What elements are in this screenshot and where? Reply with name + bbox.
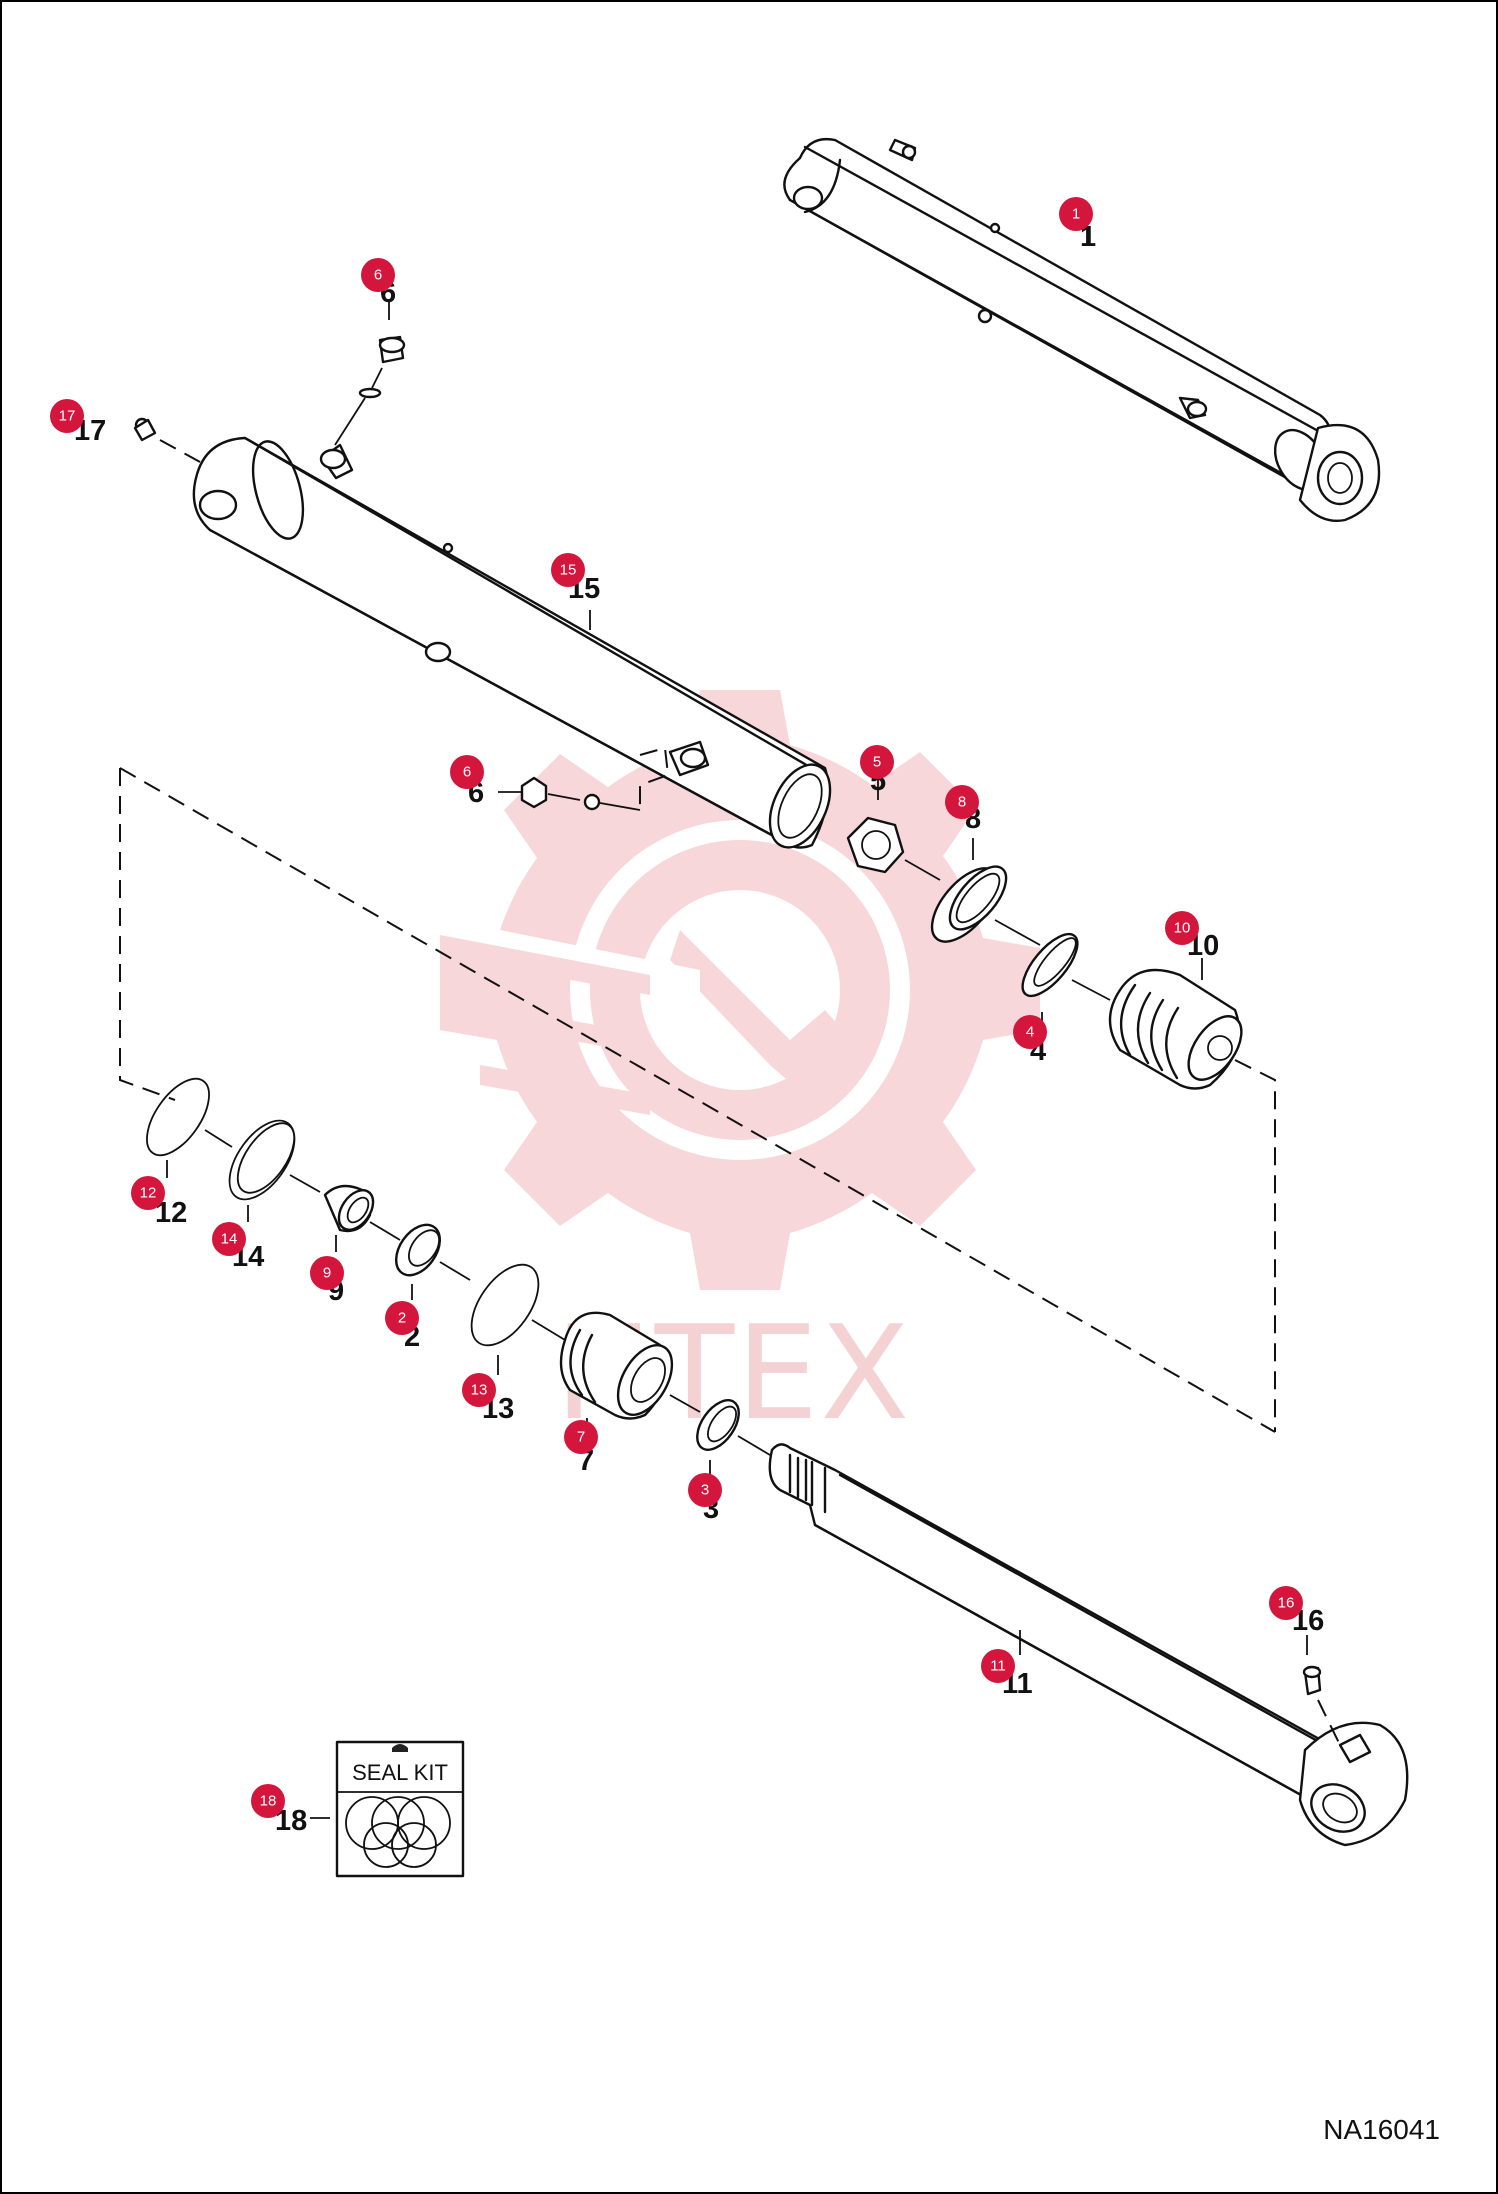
part-3-seal (696, 1399, 771, 1478)
part-6-plug-lower (498, 776, 641, 811)
part-16-grease-fitting (1302, 1635, 1341, 1746)
svg-text:1: 1 (1072, 206, 1080, 223)
svg-text:11: 11 (990, 1658, 1006, 1675)
part-1-cylinder-assembly (783, 137, 1381, 522)
svg-text:12: 12 (140, 1185, 157, 1202)
svg-text:4: 4 (1026, 1024, 1034, 1041)
badge-1[interactable]: 1 (1059, 197, 1093, 231)
part-7-gland (559, 1311, 701, 1440)
badge-8[interactable]: 8 (945, 785, 979, 819)
svg-text:2: 2 (398, 1310, 406, 1327)
part-5-nut (846, 780, 941, 881)
port-fitting (639, 740, 710, 810)
part-17-grease-fitting (133, 417, 201, 463)
svg-text:6: 6 (463, 764, 471, 781)
svg-text:17: 17 (59, 408, 76, 425)
red-badges: 1 6 17 15 6 5 8 10 4 12 14 9 2 13 7 3 16… (50, 197, 1303, 1818)
part-13-ring (470, 1263, 566, 1375)
badge-10[interactable]: 10 (1165, 911, 1199, 945)
svg-text:16: 16 (1278, 1595, 1295, 1612)
svg-text:5: 5 (873, 754, 881, 771)
badge-7[interactable]: 7 (564, 1420, 598, 1454)
badge-2[interactable]: 2 (385, 1301, 419, 1335)
callout-1: 1 (1080, 221, 1096, 253)
part-2-seal (394, 1223, 471, 1300)
part-10-piston (1108, 958, 1243, 1090)
badge-6-top[interactable]: 6 (361, 258, 395, 292)
part-11-rod (768, 1443, 1409, 1847)
svg-text:9: 9 (323, 1265, 331, 1282)
badge-9[interactable]: 9 (310, 1256, 344, 1290)
part-18-seal-kit: SEAL KIT (310, 1740, 465, 1878)
svg-text:18: 18 (260, 1793, 277, 1810)
part-8-ring (930, 838, 1041, 946)
badge-4[interactable]: 4 (1013, 1015, 1047, 1049)
svg-text:13: 13 (471, 1382, 488, 1399)
badge-14[interactable]: 14 (212, 1222, 246, 1256)
badge-16[interactable]: 16 (1269, 1586, 1303, 1620)
part-15-barrel (192, 436, 832, 849)
badge-17[interactable]: 17 (50, 399, 84, 433)
seal-kit-label: SEAL KIT (352, 1760, 448, 1785)
badge-11[interactable]: 11 (981, 1649, 1015, 1683)
svg-text:8: 8 (958, 794, 966, 811)
badge-18[interactable]: 18 (251, 1784, 285, 1818)
part-6-plug-top (334, 299, 406, 446)
part-9-wiper (323, 1184, 401, 1252)
badge-12[interactable]: 12 (131, 1176, 165, 1210)
svg-text:10: 10 (1174, 920, 1191, 937)
part-12-ring (146, 1077, 233, 1178)
badge-3[interactable]: 3 (688, 1473, 722, 1507)
figure-id-label: NA16041 (1323, 2114, 1440, 2145)
part-14-ring (228, 1119, 321, 1222)
svg-text:14: 14 (221, 1231, 238, 1248)
badge-6-lower[interactable]: 6 (450, 755, 484, 789)
svg-text:7: 7 (577, 1429, 585, 1446)
dashed-enclosure (119, 767, 1276, 1433)
badge-13[interactable]: 13 (462, 1373, 496, 1407)
svg-text:6: 6 (374, 267, 382, 284)
badge-5[interactable]: 5 (860, 745, 894, 779)
svg-text:3: 3 (701, 1482, 709, 1499)
badge-15[interactable]: 15 (551, 553, 585, 587)
svg-text:15: 15 (560, 562, 577, 579)
